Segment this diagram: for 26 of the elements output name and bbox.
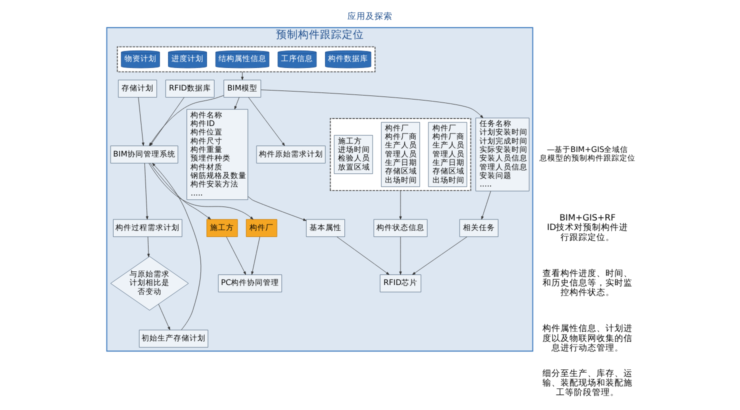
arrow (260, 90, 484, 118)
arrow (150, 163, 211, 220)
arrow (248, 97, 285, 146)
label: 构件属性信息、计划进度以及物联网收集的信息进行动态管理。 (542, 324, 633, 354)
arrow (248, 196, 306, 221)
arrow (158, 304, 170, 330)
arrow (399, 190, 402, 220)
label: BIM+GIS+RFID技术对预制构件进行跟踪定位。 (546, 214, 628, 243)
arrow (144, 162, 148, 220)
cluster (330, 118, 472, 192)
arrow (147, 236, 150, 258)
arrow (481, 190, 491, 220)
arrow (399, 236, 402, 275)
cluster (116, 46, 376, 72)
arrow (152, 162, 202, 330)
diagram-title: 应用及探索 (348, 12, 392, 22)
arrow (241, 72, 244, 80)
arrow (234, 97, 240, 110)
arrow (412, 236, 468, 275)
arrow (226, 236, 246, 275)
label: 细分至生产、库存、运输、装配现场和装配施工等阶段管理。 (542, 368, 633, 398)
arrow (148, 162, 254, 220)
arrow (336, 236, 390, 275)
arrow (251, 236, 260, 275)
arrow (138, 97, 144, 146)
label: 查看构件进度、时间、和历史信息等，实时监控构件状态。 (542, 268, 633, 298)
